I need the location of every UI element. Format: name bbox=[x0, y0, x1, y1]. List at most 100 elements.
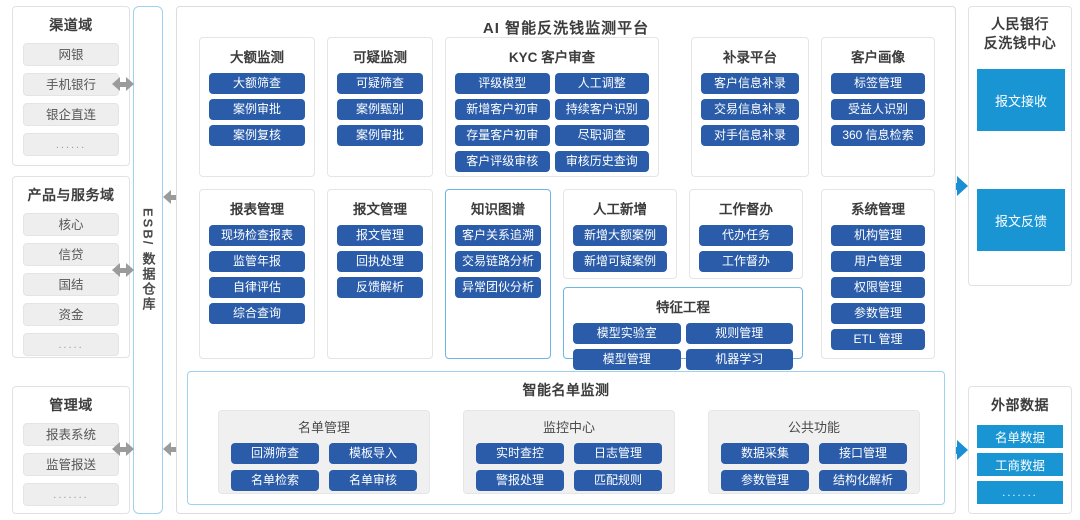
group-button[interactable]: 接口管理 bbox=[819, 443, 907, 464]
module-button-list: 标签管理 受益人识别 360 信息检索 bbox=[822, 73, 934, 146]
panel-management-domain: 管理域 报表系统 监管报送 ....... bbox=[12, 386, 130, 514]
block-message-receive[interactable]: 报文接收 bbox=[977, 69, 1065, 131]
block-list-data[interactable]: 名单数据 bbox=[977, 425, 1063, 448]
chip-item[interactable]: 信贷 bbox=[23, 243, 119, 266]
connector-arrow-channel-esb bbox=[112, 77, 134, 91]
group-button[interactable]: 名单检索 bbox=[231, 470, 319, 491]
module-button[interactable]: 存量客户初审 bbox=[455, 125, 550, 146]
module-title: 特征工程 bbox=[656, 300, 710, 315]
block-business-registry-data[interactable]: 工商数据 bbox=[977, 453, 1063, 476]
block-message-feedback[interactable]: 报文反馈 bbox=[977, 189, 1065, 251]
module-button[interactable]: 客户关系追溯 bbox=[455, 225, 541, 246]
module-button[interactable]: 权限管理 bbox=[831, 277, 925, 298]
chip-item[interactable]: 银企直连 bbox=[23, 103, 119, 126]
module-button[interactable]: 人工调整 bbox=[554, 73, 649, 94]
module-button[interactable]: 交易信息补录 bbox=[701, 99, 799, 120]
platform-container: AI 智能反洗钱监测平台 大额监测 大额筛查 案例审批 案例复核 可疑监测 可疑… bbox=[176, 6, 956, 514]
group-title: 公共功能 bbox=[787, 420, 840, 435]
module-button[interactable]: 用户管理 bbox=[831, 251, 925, 272]
group-button[interactable]: 匹配规则 bbox=[574, 470, 662, 491]
group-button[interactable]: 名单审核 bbox=[329, 470, 417, 491]
module-button[interactable]: 机器学习 bbox=[685, 349, 793, 370]
panel-title: 外部数据 bbox=[991, 397, 1049, 413]
module-supplementary-platform: 补录平台 客户信息补录 交易信息补录 对手信息补录 bbox=[691, 37, 809, 177]
module-title: 系统管理 bbox=[851, 202, 905, 217]
chip-item[interactable]: 国结 bbox=[23, 273, 119, 296]
esb-label: ESB/ 数据仓库 bbox=[140, 208, 156, 312]
module-button[interactable]: 客户评级审核 bbox=[455, 151, 550, 172]
module-message-management: 报文管理 报文管理 回执处理 反馈解析 bbox=[327, 189, 433, 359]
arrow-head-right bbox=[957, 440, 968, 460]
chip-item[interactable]: 监管报送 bbox=[23, 453, 119, 476]
module-button[interactable]: 案例甄别 bbox=[337, 99, 423, 120]
arrow-shaft bbox=[171, 446, 177, 452]
group-button-list: 数据采集 接口管理 参数管理 结构化解析 bbox=[709, 443, 919, 491]
module-button[interactable]: 规则管理 bbox=[685, 323, 793, 344]
module-button[interactable]: 异常团伙分析 bbox=[455, 277, 541, 298]
module-button[interactable]: 交易链路分析 bbox=[455, 251, 541, 272]
chip-item[interactable]: 资金 bbox=[23, 303, 119, 326]
chip-item[interactable]: 手机银行 bbox=[23, 73, 119, 96]
module-button[interactable]: 反馈解析 bbox=[337, 277, 423, 298]
module-title: 报文管理 bbox=[353, 202, 407, 217]
module-knowledge-graph: 知识图谱 客户关系追溯 交易链路分析 异常团伙分析 bbox=[445, 189, 551, 359]
module-button[interactable]: 可疑筛查 bbox=[337, 73, 423, 94]
module-large-amount-monitoring: 大额监测 大额筛查 案例审批 案例复核 bbox=[199, 37, 315, 177]
group-button[interactable]: 日志管理 bbox=[574, 443, 662, 464]
module-report-management: 报表管理 现场检查报表 监管年报 自律评估 综合查询 bbox=[199, 189, 315, 359]
module-button[interactable]: 模型管理 bbox=[573, 349, 681, 370]
module-button[interactable]: 大额筛查 bbox=[209, 73, 305, 94]
module-kyc-customer-review: KYC 客户审查 评级模型 人工调整 新增客户初审 持续客户识别 存量客户初审 … bbox=[445, 37, 659, 177]
group-button[interactable]: 回溯筛查 bbox=[231, 443, 319, 464]
module-button[interactable]: 360 信息检索 bbox=[831, 125, 925, 146]
arrow-shaft bbox=[120, 267, 126, 273]
module-button[interactable]: 案例复核 bbox=[209, 125, 305, 146]
module-button[interactable]: 现场检查报表 bbox=[209, 225, 305, 246]
chip-item[interactable]: 核心 bbox=[23, 213, 119, 236]
module-button[interactable]: 尽职调查 bbox=[554, 125, 649, 146]
block-data-ellipsis: ....... bbox=[977, 481, 1063, 504]
module-button[interactable]: 综合查询 bbox=[209, 303, 305, 324]
module-button[interactable]: 监管年报 bbox=[209, 251, 305, 272]
group-button[interactable]: 实时查控 bbox=[476, 443, 564, 464]
module-button[interactable]: 自律评估 bbox=[209, 277, 305, 298]
panel-title-line1: 人民银行 bbox=[991, 16, 1049, 32]
module-button[interactable]: 工作督办 bbox=[699, 251, 793, 272]
panel-external-data: 外部数据 名单数据 工商数据 ....... bbox=[968, 386, 1072, 514]
module-button[interactable]: 报文管理 bbox=[337, 225, 423, 246]
group-button[interactable]: 警报处理 bbox=[476, 470, 564, 491]
group-button[interactable]: 模板导入 bbox=[329, 443, 417, 464]
chip-item[interactable]: 网银 bbox=[23, 43, 119, 66]
group-button[interactable]: 结构化解析 bbox=[819, 470, 907, 491]
module-button[interactable]: 客户信息补录 bbox=[701, 73, 799, 94]
module-button[interactable]: 标签管理 bbox=[831, 73, 925, 94]
group-monitoring-center: 监控中心 实时查控 日志管理 警报处理 匹配规则 bbox=[463, 410, 675, 494]
module-button-list: 报文管理 回执处理 反馈解析 bbox=[328, 225, 432, 298]
module-button[interactable]: 案例审批 bbox=[209, 99, 305, 120]
group-public-functions: 公共功能 数据采集 接口管理 参数管理 结构化解析 bbox=[708, 410, 920, 494]
module-button[interactable]: 参数管理 bbox=[831, 303, 925, 324]
group-button[interactable]: 参数管理 bbox=[721, 470, 809, 491]
arrow-shaft bbox=[171, 194, 177, 200]
module-button[interactable]: 案例审批 bbox=[337, 125, 423, 146]
module-button[interactable]: 持续客户识别 bbox=[554, 99, 649, 120]
module-button[interactable]: 代办任务 bbox=[699, 225, 793, 246]
module-button[interactable]: 机构管理 bbox=[831, 225, 925, 246]
module-button[interactable]: 新增大额案例 bbox=[573, 225, 667, 246]
module-button[interactable]: 受益人识别 bbox=[831, 99, 925, 120]
panel-title-line2: 反洗钱中心 bbox=[983, 35, 1057, 51]
module-button[interactable]: 审核历史查询 bbox=[554, 151, 649, 172]
module-button-list: 客户信息补录 交易信息补录 对手信息补录 bbox=[692, 73, 808, 146]
module-button[interactable]: 评级模型 bbox=[455, 73, 550, 94]
module-button[interactable]: 对手信息补录 bbox=[701, 125, 799, 146]
module-title: 知识图谱 bbox=[471, 202, 525, 217]
module-button[interactable]: 新增可疑案例 bbox=[573, 251, 667, 272]
module-button[interactable]: 新增客户初审 bbox=[455, 99, 550, 120]
module-button[interactable]: ETL 管理 bbox=[831, 329, 925, 350]
chip-item[interactable]: 报表系统 bbox=[23, 423, 119, 446]
module-title: 工作督办 bbox=[719, 202, 773, 217]
module-button[interactable]: 模型实验室 bbox=[573, 323, 681, 344]
group-button[interactable]: 数据采集 bbox=[721, 443, 809, 464]
module-button[interactable]: 回执处理 bbox=[337, 251, 423, 272]
